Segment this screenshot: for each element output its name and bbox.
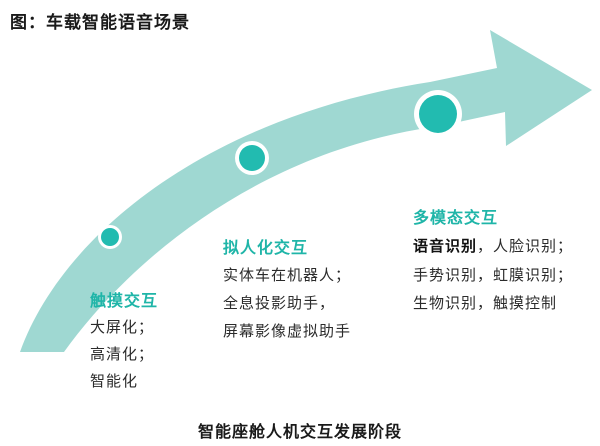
stage-dot-multimodal — [414, 90, 462, 138]
stage-multimodal-line-3: 生物识别，触摸控制 — [413, 294, 558, 312]
stage-title-humanlike: 拟人化交互 — [223, 238, 309, 257]
stage-dot-touch — [98, 225, 122, 249]
stage-multimodal-line-1: 语音识别，人脸识别； — [413, 235, 573, 256]
stage-multimodal-line-1-bold: 语音识别 — [413, 237, 478, 255]
page-title: 图：车载智能语音场景 — [10, 13, 190, 33]
stage-multimodal-line-2: 手势识别，虹膜识别； — [413, 266, 574, 284]
stage-humanlike-line-2: 全息投影助手， — [223, 294, 336, 312]
stage-title-touch: 触摸交互 — [90, 291, 159, 310]
stage-humanlike-line-3: 屏幕影像虚拟助手 — [223, 322, 352, 340]
stage-title-multimodal: 多模态交互 — [413, 208, 499, 227]
stage-touch-line-2: 高清化； — [90, 345, 155, 363]
stage-multimodal-line-1-rest: ，人脸识别； — [477, 237, 574, 255]
stage-touch-line-3: 智能化 — [90, 372, 139, 390]
stage-touch-line-1: 大屏化； — [90, 318, 155, 336]
stage-humanlike-line-1: 实体车在机器人； — [223, 266, 352, 284]
stage-dot-humanlike — [235, 141, 269, 175]
diagram-caption: 智能座舱人机交互发展阶段 — [197, 422, 402, 441]
